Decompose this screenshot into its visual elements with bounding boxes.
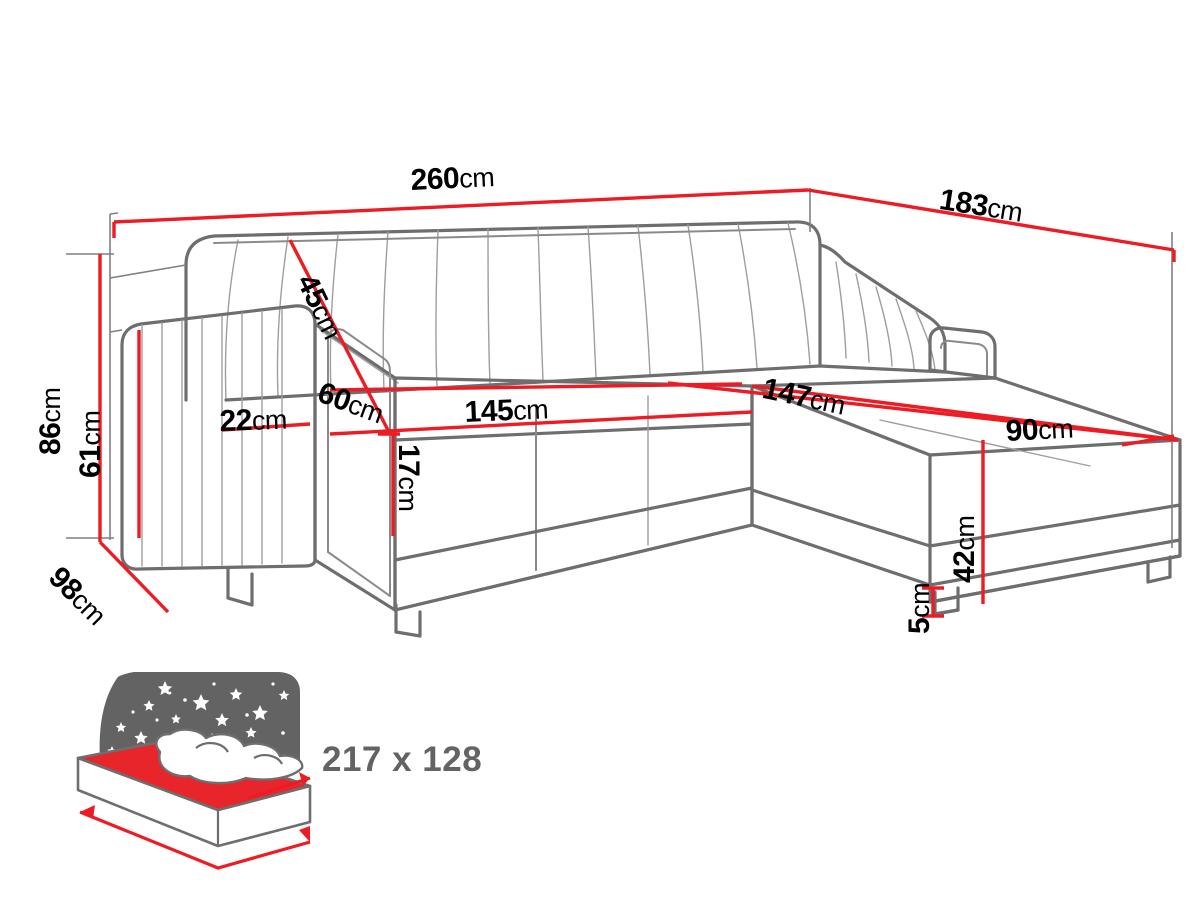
dim-unit-183: cm <box>985 192 1025 228</box>
dim-value-86: 86 <box>34 422 67 455</box>
dim-unit-22: cm <box>251 404 288 436</box>
dim-label-22: 22cm <box>218 403 288 438</box>
dim-value-42: 42 <box>948 550 981 583</box>
dim-line-145 <box>329 410 753 436</box>
dim-value-145: 145 <box>463 393 514 429</box>
dim-label-90: 90cm <box>1004 413 1074 448</box>
dim-label-260: 260cm <box>409 161 495 197</box>
dim-value-22: 22 <box>218 403 253 438</box>
dim-unit-90: cm <box>1037 413 1074 446</box>
sofa-backrest-left <box>184 220 822 402</box>
dim-line-260 <box>113 188 809 224</box>
dim-label-86: 86cm <box>34 387 67 455</box>
dim-value-61: 61 <box>74 445 107 478</box>
extension-lines <box>66 188 1173 548</box>
dim-value-90: 90 <box>1004 413 1039 448</box>
sofa-illustration <box>120 220 1182 638</box>
sofa-seat-cushions <box>393 376 754 612</box>
dim-line-90 <box>751 384 1179 442</box>
bed-with-starry-night-icon <box>76 672 312 870</box>
dim-line-45 <box>288 239 392 435</box>
dim-unit-5: cm <box>905 582 935 618</box>
dim-unit-260: cm <box>458 162 495 194</box>
dim-value-17: 17 <box>392 444 425 477</box>
dim-label-5: 5cm <box>903 582 936 634</box>
dim-unit-86: cm <box>36 387 66 423</box>
dim-unit-17: cm <box>393 476 423 512</box>
dimension-lines <box>98 188 1179 618</box>
dim-value-260: 260 <box>409 161 460 197</box>
sleeping-area-label: 217 x 128 <box>322 740 483 779</box>
sofa-chaise-section <box>750 376 1182 616</box>
dim-unit-145: cm <box>512 394 549 426</box>
dim-label-61: 61cm <box>74 410 107 478</box>
dim-line-183 <box>807 188 1175 252</box>
dim-unit-42: cm <box>950 515 980 551</box>
dim-label-145: 145cm <box>463 393 549 429</box>
sofa-corner-backrest <box>818 243 997 380</box>
dim-line-98 <box>98 540 170 614</box>
dim-unit-61: cm <box>76 410 106 446</box>
dim-value-5: 5 <box>903 617 936 634</box>
sofa-left-armrest <box>120 304 422 638</box>
dim-label-17: 17cm <box>392 444 425 512</box>
dim-line-22 <box>221 422 311 432</box>
dim-label-42: 42cm <box>948 515 981 583</box>
